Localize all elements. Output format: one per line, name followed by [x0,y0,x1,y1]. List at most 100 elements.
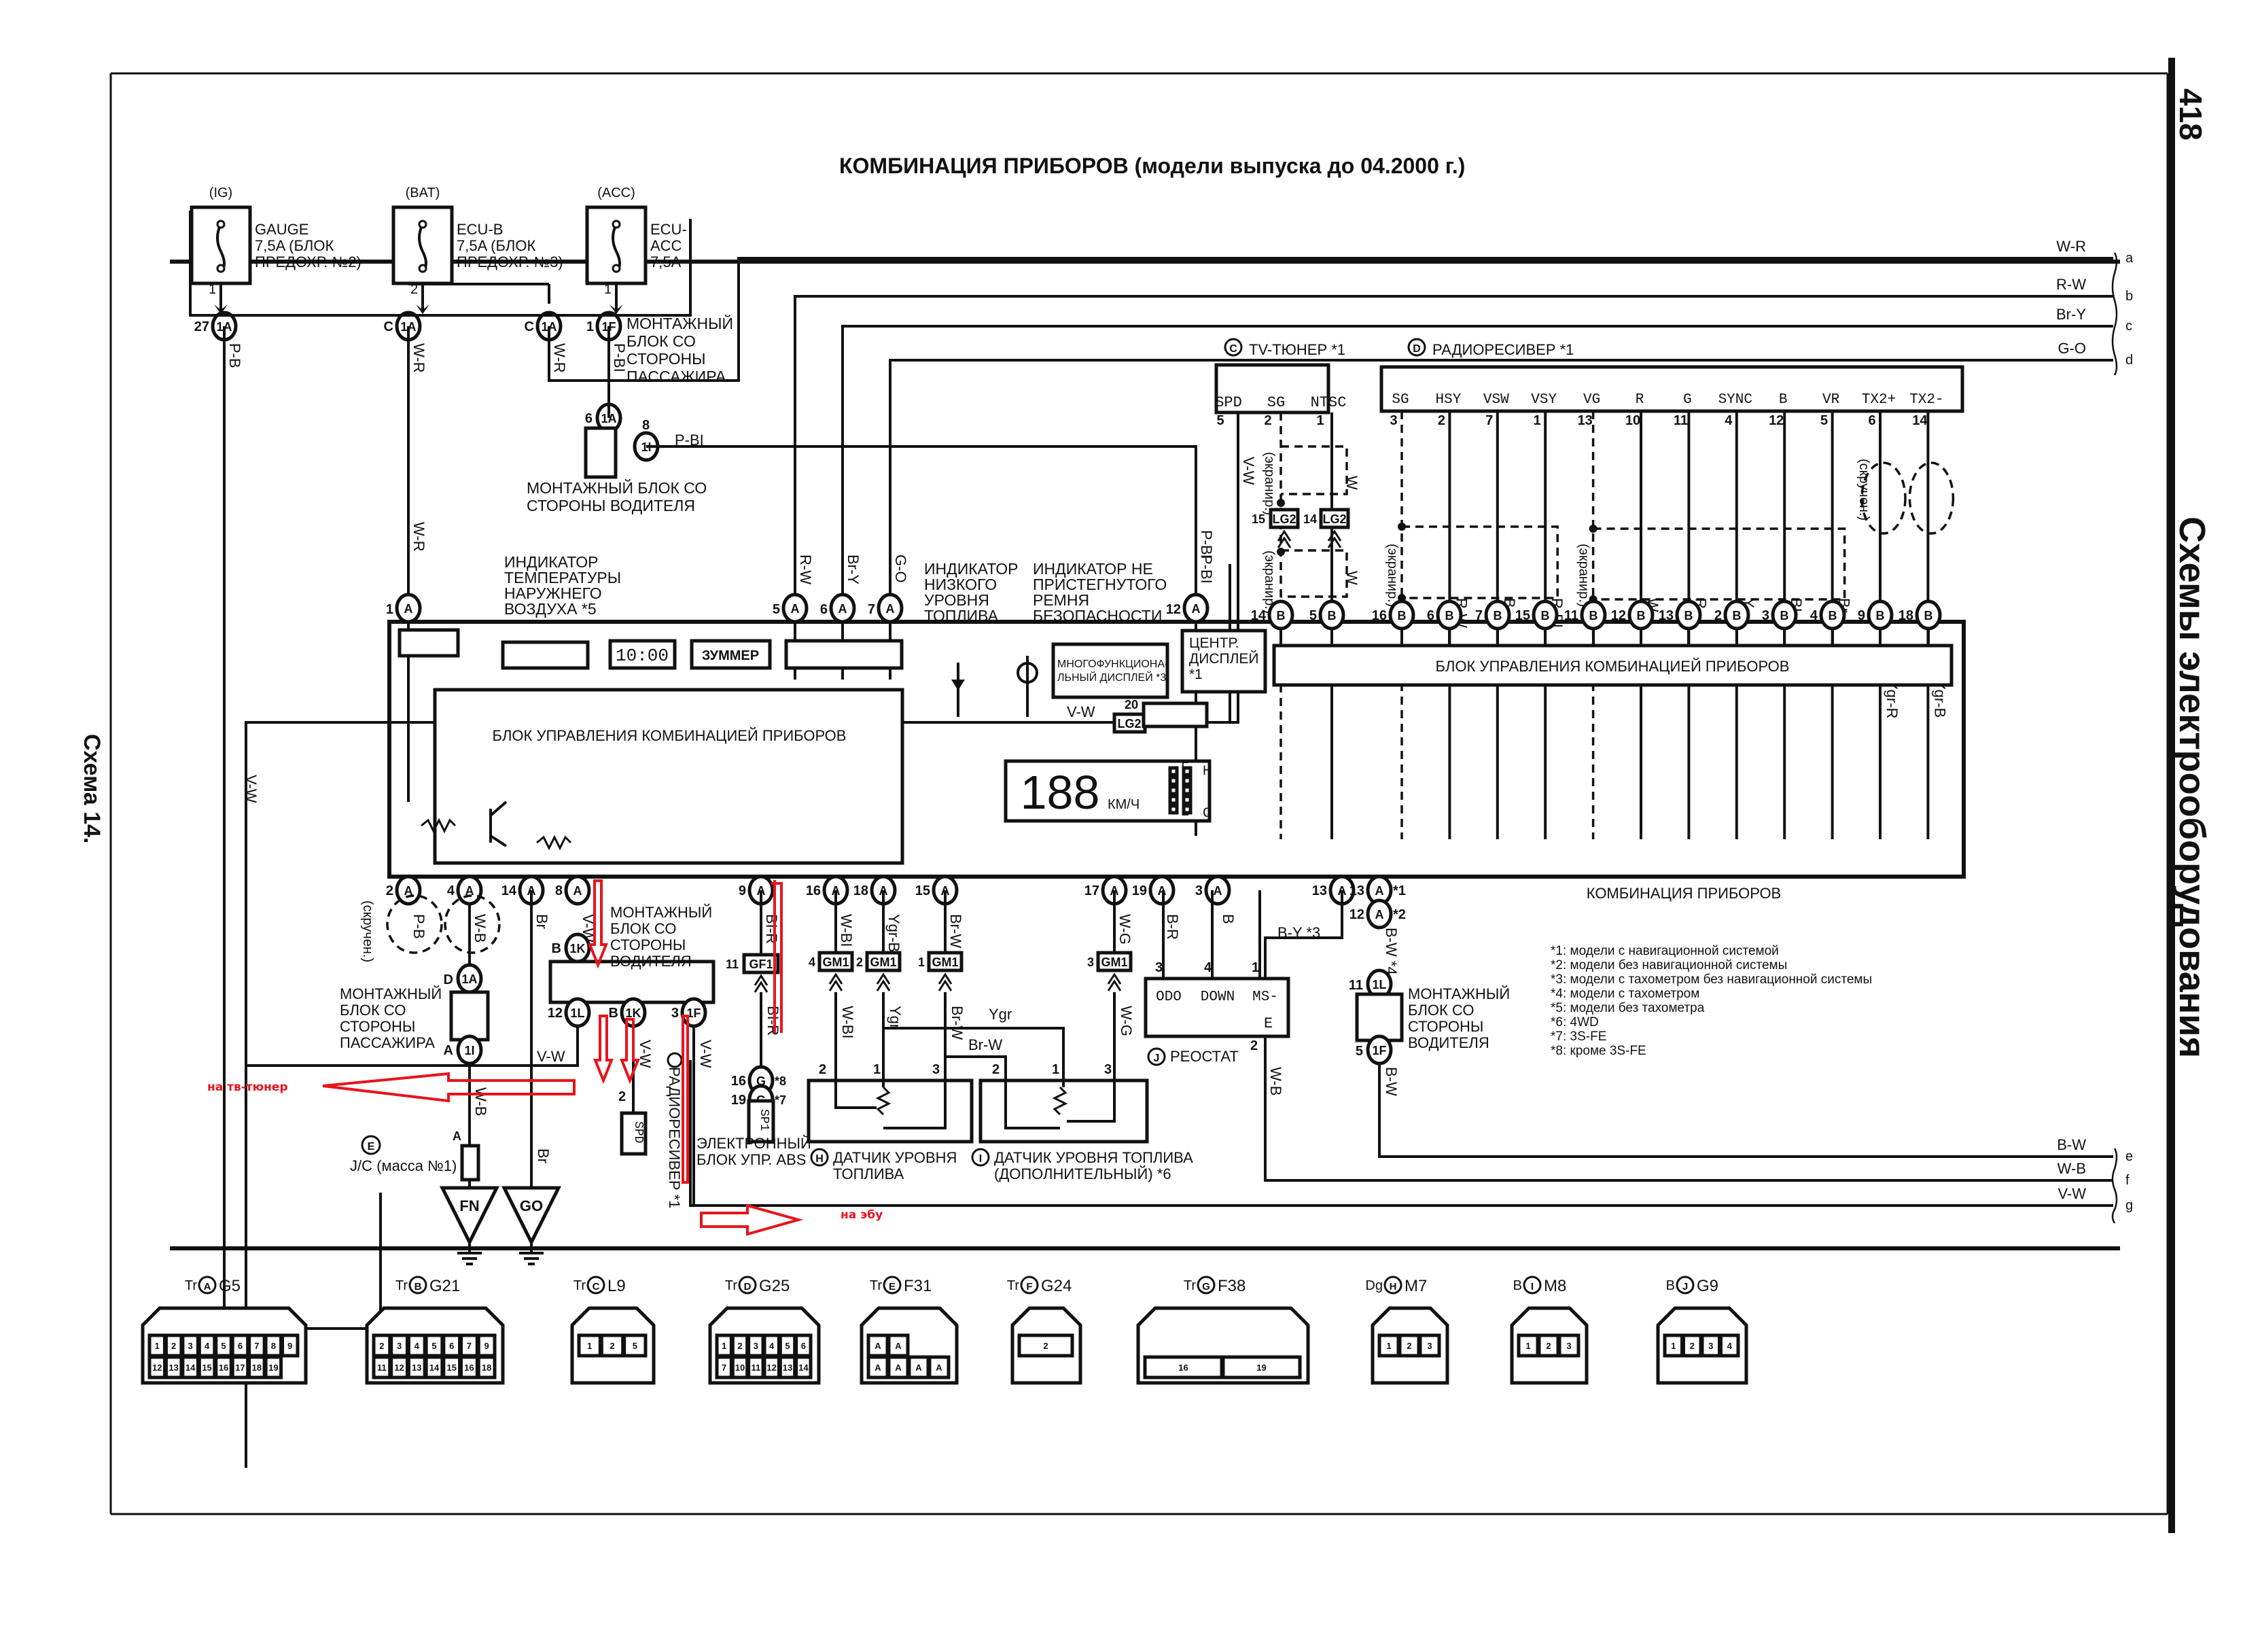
rheostat-label: РЕОСТАТ [1170,1048,1239,1065]
wire [883,1027,1065,1087]
radio-pin-num: 2 [1438,413,1445,428]
shield [1593,527,1846,601]
clock-readout: 10:00 [616,646,669,666]
gm1-connector [1096,951,1133,972]
connector-prefix: Tr [725,1278,737,1293]
connector-pin-label: 1 [1671,1341,1676,1351]
display-driver-box [1142,701,1209,728]
driver-jb-right-label-line: МОНТАЖНЫЙ [1408,985,1510,1002]
rheostat-e-label: E [1264,1015,1273,1032]
cluster-pin-num: 5 [773,602,780,617]
wire-color-label: W-B [472,914,489,943]
junction-dot [1277,499,1285,507]
cluster-bottom-pin-circle [564,875,591,906]
bus-letter: g [2125,1198,2133,1213]
wire-color-label: W-G [1116,914,1133,945]
connector-pin-label: 6 [801,1341,806,1351]
fuse-terminal [612,219,621,229]
jc-marker-letter: E [368,1141,375,1153]
radio-pin-name: HSY [1435,392,1461,408]
connector-code: G25 [759,1277,790,1295]
radio-pin-num: 5 [1820,413,1828,428]
lg2-id: LG2 [1117,717,1141,731]
jc-box [460,1144,480,1182]
wire-color-label: V-W [637,1040,654,1068]
connector-prefix: Tr [573,1278,586,1293]
abs-g-note: *8 [775,1074,786,1088]
gm1-id: GM1 [822,955,849,969]
wire-color-label: W-R [551,343,568,373]
temp-indicator-label-line: НАРУЖНЕГО [504,584,602,602]
connector-pin: A [444,1043,453,1058]
temp-display-box [501,640,590,670]
buzzer-box [690,639,772,670]
speed-readout: 188 [1021,766,1100,819]
gm1-pin: 4 [809,955,815,969]
wire-color-label: Ygr [989,1006,1012,1023]
radio-pin-name: SG [1392,392,1409,408]
connector-letter: J [1682,1281,1688,1293]
connector-pin: 8 [642,418,650,433]
connector-pin: 11 [1349,978,1363,993]
passenger-jb-label-line: БЛОК СО [626,332,696,350]
connector-cavity [1557,1333,1581,1358]
fuel-bar-segment [1168,794,1179,805]
abs-g-pin-num: 19 [731,1093,746,1108]
wire-color-label: B-W [1383,1067,1400,1096]
connector-letter: C [593,1281,600,1293]
wire-color-label: V-W [1067,703,1095,720]
bus-letter: c [2125,319,2132,334]
chevron-connector-icon [1327,529,1342,548]
fuse-terminal [418,264,427,273]
passenger-jb-label-line: ПАССАЖИРА [626,368,726,385]
connector-letter-circle [1676,1276,1695,1295]
connector-letter-circle [586,1276,605,1295]
wire-color-label: BI-R [763,914,780,944]
radio-pin-name: VSW [1483,392,1509,408]
connector-pin-label: A [936,1363,942,1373]
bus-brace-icon [2111,1148,2118,1224]
red-arrow-down-icon [588,879,608,969]
multi-display-label-line: МНОГОФУНКЦИОНА- [1057,658,1168,670]
connector-pin: 5 [1356,1044,1363,1059]
connector-pin: 6 [585,411,593,426]
center-display-label-line: *1 [1189,667,1203,682]
radio-pin-name: VR [1822,392,1840,408]
seatbelt-indicator-label-line: ПРИСТЕГНУТОГО [1033,576,1167,593]
rheostat-marker [1147,1047,1166,1066]
cluster-pin-num: 12 [1166,602,1181,617]
connector-pin-label: 8 [271,1341,276,1351]
connector-letter: H [1390,1281,1397,1293]
radio-pin-name: TX2+ [1862,392,1896,408]
fuel-sender-pin: 1 [873,1062,881,1077]
connector-pin-label: 2 [171,1341,176,1351]
fuse-source: (ACC) [597,186,635,200]
cluster-pin-num: 9 [739,883,746,898]
connector-pin: C [384,319,393,334]
bus-letter: e [2125,1149,2133,1164]
connector-cavity [264,1355,283,1379]
footnote: *4: модели с тахометром [1551,987,1699,1001]
connector-pin-label: 1 [155,1341,160,1351]
radio-pin-name: R [1636,392,1644,408]
seatbelt-indicator-label-line: РЕМНЯ [1033,591,1089,609]
wire-color-label: P-B [410,914,427,939]
fuel-sender-aux-label-line: ДАТЧИК УРОВНЯ ТОПЛИВА [994,1149,1193,1166]
connector-cavity [1719,1333,1740,1358]
connector-pin: D [444,972,453,987]
cluster-pin-a-circle [1182,593,1210,624]
driver-jb-right-top-id: 1L [1372,978,1386,991]
connector-cavity [794,1355,813,1379]
spd-pin: 2 [618,1089,626,1104]
fuel-bar-segment [1168,785,1179,796]
connector-cavity [1017,1333,1074,1358]
connector-pin: 3 [671,1006,679,1021]
fuse-label-line: ACC [650,237,682,254]
connector-pin: 27 [194,319,209,334]
wire-color-label: Ygr-B [885,914,902,952]
cluster-pin-a-circle [877,593,904,624]
connector-cavity [1418,1333,1441,1358]
connector-pin-label: 17 [235,1363,245,1373]
connector-pin-label: 5 [431,1341,436,1351]
